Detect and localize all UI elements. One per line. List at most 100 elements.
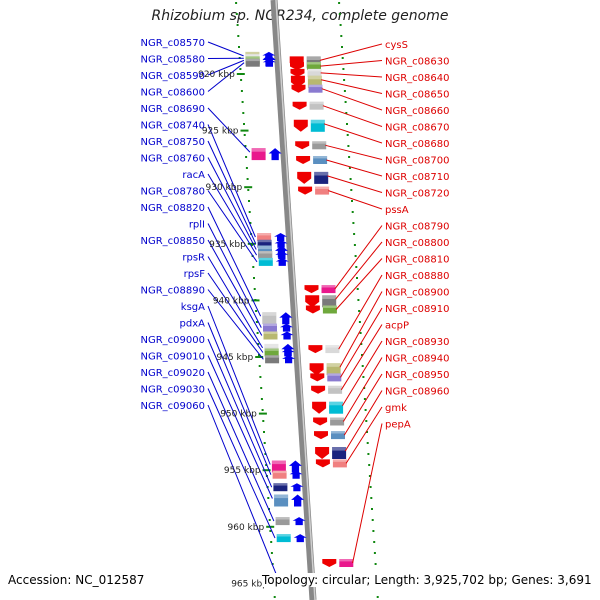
- gene-label-pssa[interactable]: pssA: [385, 205, 409, 216]
- gene-label-pdxa[interactable]: pdxA: [180, 319, 206, 330]
- gene-label-ngr-c08950[interactable]: NGR_c08950: [385, 370, 450, 381]
- gene-label-acpp[interactable]: acpP: [385, 321, 409, 332]
- gene-label-ngr-c08850[interactable]: NGR_c08850: [141, 236, 206, 247]
- kbp-label: 920 kbp: [198, 70, 235, 80]
- right-track-dot: [346, 123, 348, 125]
- gene-label-ngr-c08820[interactable]: NGR_c08820: [141, 203, 206, 214]
- gene-box-shine: [258, 245, 272, 250]
- gene-label-ngr-c08680[interactable]: NGR_c08680: [385, 139, 450, 150]
- gene-box-shine: [322, 295, 337, 299]
- gene-label-ngr-c08960[interactable]: NGR_c08960: [385, 387, 450, 398]
- gene-label-ngr-c08710[interactable]: NGR_c08710: [385, 172, 450, 183]
- gene-label-ngr-c08900[interactable]: NGR_c08900: [385, 288, 450, 299]
- gene-label-ngr-c08910[interactable]: NGR_c08910: [385, 304, 450, 315]
- kbp-label: 965 kbp: [231, 579, 268, 589]
- gene-box: [332, 447, 347, 459]
- right-track-dot: [362, 376, 365, 378]
- gene-label-ngr-c08940[interactable]: NGR_c08940: [385, 354, 450, 365]
- left-track-dot: [260, 387, 263, 389]
- gene-label-ksga[interactable]: ksgA: [181, 302, 205, 313]
- gene-box-shine: [273, 483, 288, 486]
- right-leader-line: [343, 373, 383, 436]
- gene-box: [264, 348, 279, 357]
- gene-label-ngr-c08690[interactable]: NGR_c08690: [141, 104, 206, 115]
- right-track-dot: [366, 442, 369, 444]
- gene-label-ngr-c08890[interactable]: NGR_c08890: [141, 286, 206, 297]
- gene-label-rpsf[interactable]: rpsF: [184, 269, 206, 280]
- left-track-dot: [267, 497, 270, 499]
- gene-label-ngr-c08700[interactable]: NGR_c08700: [385, 156, 450, 167]
- gene-box: [332, 459, 347, 468]
- right-leader-line: [327, 175, 383, 193]
- gene-label-ngr-c09020[interactable]: NGR_c09020: [141, 368, 206, 379]
- gene-arrow: [296, 156, 311, 164]
- gene-label-ngr-c08600[interactable]: NGR_c08600: [141, 88, 206, 99]
- gene-label-cyss[interactable]: cysS: [385, 40, 408, 51]
- kbp-label: 925 kbp: [202, 127, 239, 137]
- gene-box: [263, 331, 278, 340]
- left-track-dot: [244, 145, 247, 147]
- gene-label-ngr-c08750[interactable]: NGR_c08750: [141, 137, 206, 148]
- gene-label-ngr-c08810[interactable]: NGR_c08810: [385, 255, 450, 266]
- right-leader-line: [335, 241, 383, 300]
- gene-box-shine: [330, 417, 345, 420]
- gene-box: [325, 345, 340, 354]
- gene-arrow: [275, 257, 289, 266]
- gene-label-ngr-c08740[interactable]: NGR_c08740: [141, 121, 206, 132]
- gene-label-ngr-c08790[interactable]: NGR_c08790: [385, 222, 450, 233]
- gene-arrow: [311, 385, 326, 394]
- backbone-layer: [270, 0, 317, 600]
- gene-label-rpsr[interactable]: rpsR: [182, 253, 205, 264]
- gene-arrow: [262, 58, 276, 67]
- gene-label-raca[interactable]: racA: [182, 170, 205, 181]
- gene-label-ngr-c08670[interactable]: NGR_c08670: [385, 123, 450, 134]
- gene-label-ngr-c08800[interactable]: NGR_c08800: [385, 238, 450, 249]
- gene-label-ngr-c08630[interactable]: NGR_c08630: [385, 57, 450, 68]
- gene-label-ngr-c09010[interactable]: NGR_c09010: [141, 352, 206, 363]
- right-track-dot: [340, 35, 343, 37]
- right-track-dot: [373, 541, 376, 543]
- gene-arrow: [305, 295, 320, 308]
- gene-box: [251, 148, 266, 161]
- right-leader-line: [339, 291, 383, 368]
- right-track-dot: [358, 321, 361, 323]
- genome-backbone: [270, 0, 317, 600]
- gene-label-rpli[interactable]: rplI: [189, 220, 205, 231]
- gene-box: [315, 186, 330, 195]
- gene-label-ngr-c09060[interactable]: NGR_c09060: [141, 401, 206, 412]
- gene-arrow: [298, 186, 313, 195]
- kbp-label: 955 kbp: [224, 466, 261, 476]
- left-track-dot: [248, 211, 251, 213]
- gene-label-ngr-c08760[interactable]: NGR_c08760: [141, 154, 206, 165]
- gene-label-ngr-c08590[interactable]: NGR_c08590: [141, 71, 206, 82]
- gene-label-ngr-c08930[interactable]: NGR_c08930: [385, 337, 450, 348]
- gene-box-shine: [307, 62, 321, 65]
- gene-label-ngr-c08650[interactable]: NGR_c08650: [385, 90, 450, 101]
- gene-box: [307, 62, 321, 71]
- gene-label-ngr-c09030[interactable]: NGR_c09030: [141, 385, 206, 396]
- gene-arrow: [295, 141, 310, 150]
- gene-arrow: [279, 312, 293, 325]
- right-track-dot: [357, 299, 360, 301]
- gene-box: [273, 483, 288, 492]
- gene-label-ngr-c09000[interactable]: NGR_c09000: [141, 335, 206, 346]
- left-leader-line: [207, 256, 264, 349]
- gene-box: [321, 285, 336, 294]
- gene-label-ngr-c08660[interactable]: NGR_c08660: [385, 106, 450, 117]
- gene-label-ngr-c08880[interactable]: NGR_c08880: [385, 271, 450, 282]
- gene-label-ngr-c08720[interactable]: NGR_c08720: [385, 189, 450, 200]
- gene-arrow: [280, 323, 293, 332]
- gene-box-shine: [328, 385, 343, 389]
- gene-label-ngr-c08780[interactable]: NGR_c08780: [141, 187, 206, 198]
- right-track-dot: [376, 596, 379, 598]
- gene-label-gmk[interactable]: gmk: [385, 403, 407, 414]
- right-track-dot: [339, 24, 342, 26]
- gene-label-ngr-c08580[interactable]: NGR_c08580: [141, 55, 206, 66]
- gene-label-ngr-c08640[interactable]: NGR_c08640: [385, 73, 450, 84]
- gene-box-shine: [312, 141, 327, 144]
- right-track-dot: [370, 497, 373, 499]
- left-track-dot: [245, 156, 248, 158]
- gene-label-pepa[interactable]: pepA: [385, 420, 411, 431]
- gene-label-ngr-c08570[interactable]: NGR_c08570: [141, 38, 206, 49]
